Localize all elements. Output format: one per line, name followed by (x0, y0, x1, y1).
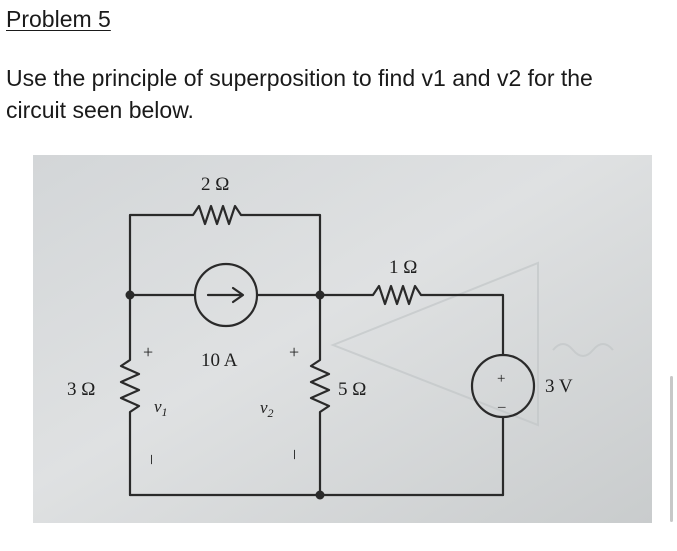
resistor-5-ohm-label: 5 Ω (338, 379, 366, 400)
current-source-icon (193, 262, 259, 328)
resistor-3-ohm-label: 3 Ω (67, 379, 95, 400)
v2-label: v2 (260, 398, 274, 420)
wire-left-branch (119, 293, 141, 497)
node-left-top (125, 290, 135, 300)
node-middle-top (315, 290, 325, 300)
wire-top (128, 204, 322, 297)
node-middle-bottom (315, 490, 325, 500)
v1-plus: + (143, 342, 153, 362)
voltage-source-minus: – (497, 399, 506, 415)
v2-plus: + (289, 342, 299, 362)
wire-right-top (318, 284, 505, 357)
resistor-2-ohm-label: 2 Ω (201, 174, 229, 195)
resistor-1-ohm-label: 1 Ω (389, 257, 417, 278)
voltage-source-label: 3 V (545, 376, 573, 397)
current-source-label: 10 A (201, 350, 238, 371)
v1-minus: – (143, 454, 163, 465)
v2-minus: – (286, 449, 306, 460)
voltage-source-plus: + (497, 371, 505, 387)
photo-background (33, 155, 652, 523)
wire-middle-branch (309, 293, 331, 497)
v1-label: v1 (154, 397, 168, 419)
circuit-diagram-photo: 2 Ω 1 Ω 3 Ω 5 Ω 10 A 3 V + – + v1 – + v2… (33, 155, 652, 523)
problem-heading: Problem 5 (6, 6, 111, 32)
scrollbar-thumb[interactable] (670, 376, 673, 522)
problem-statement: Use the principle of superposition to fi… (6, 65, 593, 123)
voltage-source-icon (470, 353, 536, 419)
